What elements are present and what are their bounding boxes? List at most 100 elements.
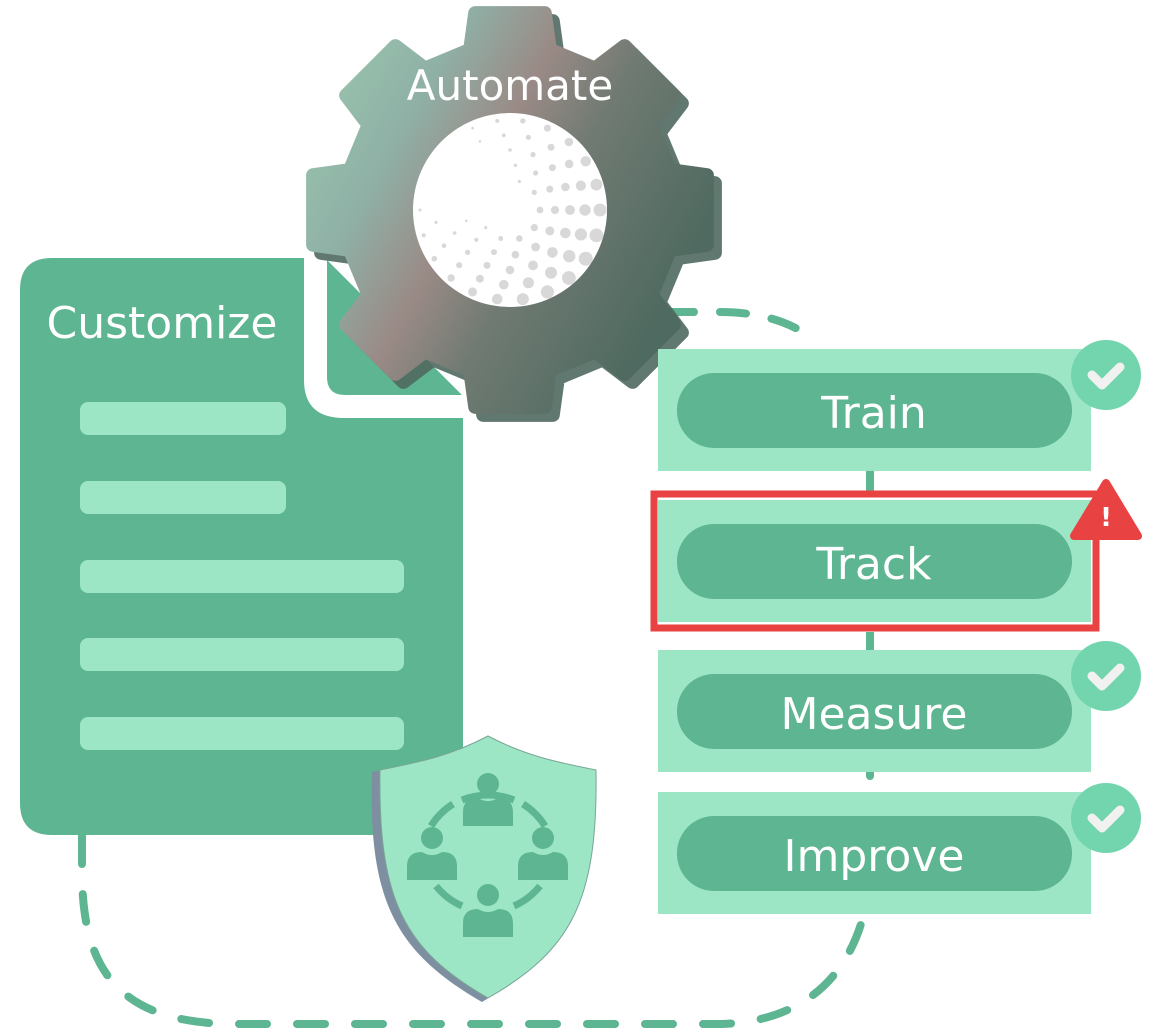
halftone-dot — [508, 148, 512, 152]
halftone-dot — [517, 179, 521, 184]
warning-badge: ! — [1070, 479, 1142, 540]
halftone-dot — [499, 279, 509, 290]
form-field-bar — [80, 717, 404, 750]
halftone-dot — [533, 170, 539, 176]
halftone-dot — [563, 249, 576, 263]
warning-triangle-icon — [1070, 479, 1142, 540]
halftone-dot — [505, 265, 515, 275]
person-icon — [407, 827, 457, 880]
halftone-dot — [525, 134, 532, 140]
halftone-dot — [547, 143, 555, 151]
halftone-dot — [513, 163, 518, 167]
person-icon — [463, 773, 513, 826]
warning-highlight-frame — [650, 490, 1100, 632]
halftone-dot — [498, 236, 504, 241]
halftone-dot — [452, 231, 457, 235]
dashed-top-connector — [664, 308, 816, 342]
person-icon — [518, 827, 568, 880]
halftone-dot — [564, 159, 574, 169]
halftone-dot — [564, 137, 574, 147]
form-field-bar — [80, 638, 404, 671]
halftone-dot — [421, 233, 426, 238]
checkmark-icon — [1087, 362, 1125, 390]
step-label: Measure — [781, 689, 968, 740]
form-field-bar — [80, 402, 286, 435]
check-badge — [1071, 340, 1141, 410]
halftone-dot — [589, 228, 604, 243]
form-fields — [80, 402, 404, 750]
halftone-dot — [431, 255, 438, 262]
step-measure[interactable]: Measure — [658, 641, 1141, 772]
halftone-dot — [456, 262, 463, 269]
halftone-dot — [491, 249, 497, 256]
halftone-dot — [574, 228, 588, 241]
halftone-dot — [575, 180, 587, 191]
halftone-dot — [561, 182, 570, 192]
check-badge — [1071, 783, 1141, 853]
halftone-dot — [565, 205, 575, 215]
checkmark-icon — [1087, 805, 1125, 833]
gear-hole — [413, 113, 607, 307]
halftone-dot — [441, 243, 447, 248]
team-network-icon — [407, 773, 568, 937]
halftone-dot — [590, 178, 603, 191]
customize-label: Customize — [47, 298, 278, 349]
halftone-dot — [520, 118, 526, 124]
halftone-dot — [516, 235, 523, 242]
step-label: Improve — [784, 831, 965, 882]
halftone-dot — [516, 293, 529, 306]
halftone-dot — [484, 226, 488, 230]
step-pill — [677, 373, 1072, 448]
halftone-dot — [536, 206, 544, 214]
halftone-dot — [491, 293, 503, 305]
halftone-dot — [543, 124, 551, 132]
halftone-dot — [465, 219, 468, 223]
shield-body — [379, 735, 597, 999]
halftone-dot — [545, 226, 555, 236]
halftone-dot — [468, 287, 478, 297]
halftone-dot — [531, 189, 537, 195]
halftone-dot — [434, 220, 438, 224]
halftone-dot — [474, 237, 479, 242]
step-pill — [677, 816, 1072, 891]
flow-connector — [78, 308, 874, 1028]
automate-gear: Automate — [306, 6, 722, 422]
halftone-dot — [418, 208, 422, 212]
form-field-bar — [80, 560, 404, 593]
halftone-dot — [548, 164, 556, 172]
halftone-dot — [501, 133, 506, 138]
warning-exclamation: ! — [1100, 503, 1112, 533]
halftone-dot — [530, 224, 538, 232]
halftone-dot — [522, 277, 534, 289]
step-label: Train — [820, 388, 927, 439]
halftone-dot — [475, 274, 484, 283]
automate-label: Automate — [407, 61, 613, 110]
halftone-dot — [578, 251, 593, 266]
step-label: Track — [815, 539, 932, 590]
person-icon — [463, 884, 513, 937]
halftone-dot — [579, 204, 591, 216]
step-track[interactable]: Track! — [650, 479, 1142, 632]
halftone-dot — [546, 185, 554, 193]
halftone-dot — [562, 271, 576, 285]
halftone-dot — [511, 250, 520, 259]
check-badge — [1071, 641, 1141, 711]
gear-hole-dots — [418, 118, 607, 306]
halftone-dot — [580, 156, 591, 167]
step-improve[interactable]: Improve — [658, 783, 1141, 914]
form-field-bar — [80, 481, 286, 514]
halftone-dot — [540, 285, 555, 299]
halftone-dot — [531, 242, 540, 252]
checkmark-icon — [1087, 663, 1125, 691]
halftone-dot — [483, 261, 491, 269]
step-train[interactable]: Train — [658, 340, 1141, 471]
halftone-dot — [478, 140, 482, 143]
halftone-dot — [550, 205, 560, 215]
halftone-dot — [593, 203, 607, 217]
halftone-dot — [528, 260, 538, 271]
halftone-dot — [547, 247, 558, 258]
halftone-dot — [471, 126, 474, 130]
halftone-dot — [560, 227, 571, 239]
